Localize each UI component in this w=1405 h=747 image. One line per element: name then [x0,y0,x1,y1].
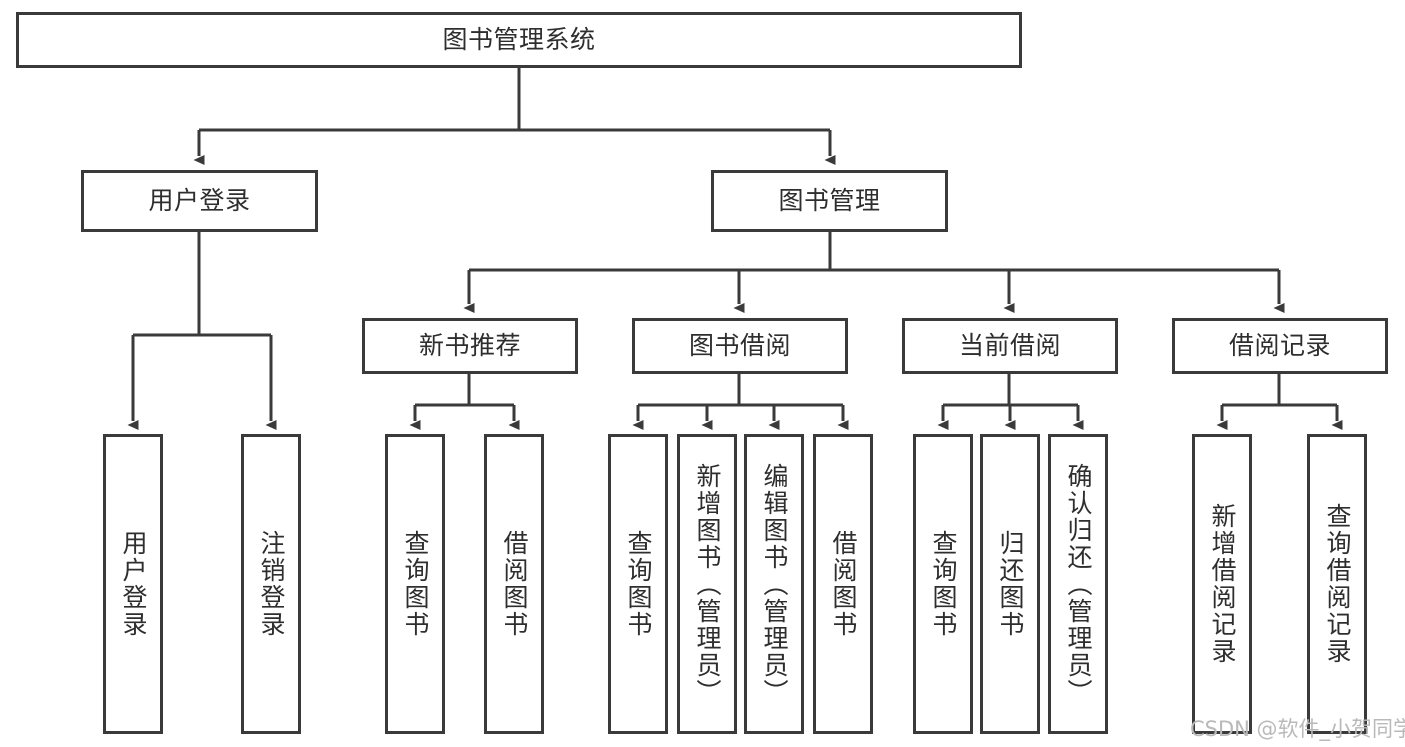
node-book-manage[interactable]: 图书管理 [711,170,948,232]
node-borrow-record[interactable]: 借阅记录 [1172,318,1388,374]
node-current-borrow[interactable]: 当前借阅 [902,318,1118,374]
node-leaf-current-confirm-return-label: 确认归还（管理员） [1064,462,1093,706]
node-user-login-label: 用户登录 [148,185,251,215]
watermark-text: CSDN @软件_小贺同学 [1190,717,1405,741]
node-current-borrow-label: 当前借阅 [958,330,1061,360]
node-leaf-borrow-do-label: 借阅图书 [829,530,858,638]
node-new-book-recommend-label: 新书推荐 [418,330,521,360]
node-leaf-current-query-label: 查询图书 [929,530,958,638]
node-leaf-record-add[interactable]: 新增借阅记录 [1192,434,1252,734]
node-book-manage-label: 图书管理 [778,185,881,215]
node-leaf-newbook-query-label: 查询图书 [401,530,430,638]
node-borrow-record-label: 借阅记录 [1228,330,1331,360]
node-leaf-record-query-label: 查询借阅记录 [1323,503,1352,665]
node-leaf-borrow-query-label: 查询图书 [624,530,653,638]
node-leaf-borrow-edit-label: 编辑图书（管理员） [760,462,789,706]
node-leaf-user-login-label: 用户登录 [119,530,148,638]
node-leaf-newbook-query[interactable]: 查询图书 [385,434,445,734]
node-leaf-current-return-label: 归还图书 [996,530,1025,638]
node-user-login[interactable]: 用户登录 [81,170,318,232]
node-leaf-borrow-do[interactable]: 借阅图书 [813,434,873,734]
node-leaf-user-login[interactable]: 用户登录 [103,434,163,734]
node-leaf-record-query[interactable]: 查询借阅记录 [1307,434,1367,734]
node-leaf-borrow-edit[interactable]: 编辑图书（管理员） [744,434,804,734]
node-leaf-borrow-query[interactable]: 查询图书 [608,434,668,734]
node-leaf-newbook-borrow[interactable]: 借阅图书 [484,434,544,734]
node-root-label: 图书管理系统 [442,24,596,54]
node-leaf-record-add-label: 新增借阅记录 [1208,503,1237,665]
node-leaf-current-return[interactable]: 归还图书 [980,434,1040,734]
node-leaf-newbook-borrow-label: 借阅图书 [500,530,529,638]
node-leaf-current-confirm-return[interactable]: 确认归还（管理员） [1048,434,1108,734]
node-root[interactable]: 图书管理系统 [16,12,1022,68]
node-leaf-user-logout-label: 注销登录 [257,530,286,638]
node-leaf-borrow-add-label: 新增图书（管理员） [693,462,722,706]
node-leaf-user-logout[interactable]: 注销登录 [241,434,301,734]
node-leaf-borrow-add[interactable]: 新增图书（管理员） [677,434,737,734]
node-leaf-current-query[interactable]: 查询图书 [913,434,973,734]
node-book-borrow-label: 图书借阅 [688,330,791,360]
node-book-borrow[interactable]: 图书借阅 [632,318,848,374]
node-new-book-recommend[interactable]: 新书推荐 [362,318,578,374]
